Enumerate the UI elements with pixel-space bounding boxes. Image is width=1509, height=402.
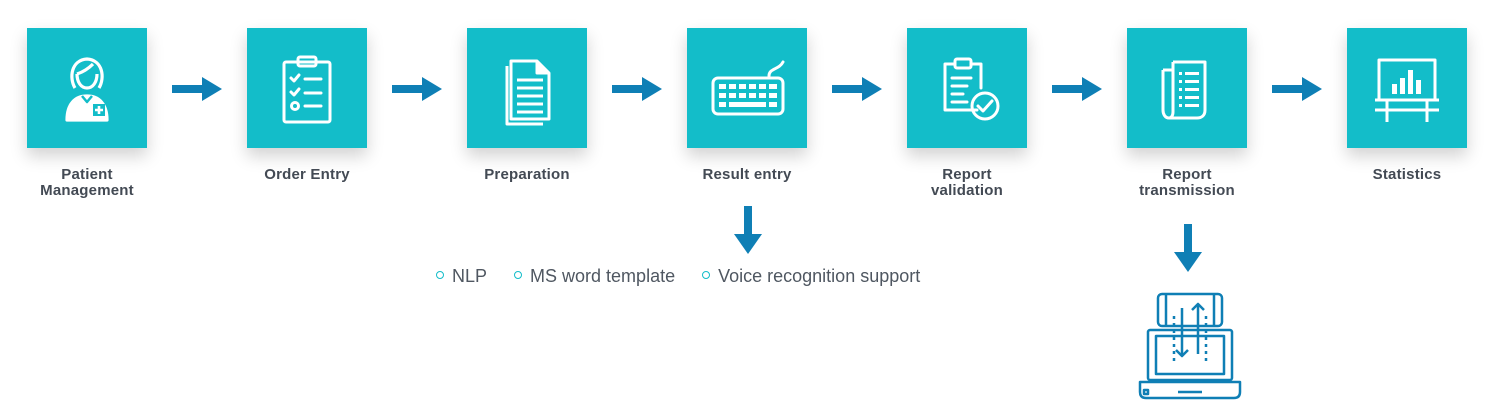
step-label: Report transmission bbox=[1139, 166, 1235, 199]
keyboard-icon bbox=[711, 60, 785, 116]
arrow-right-icon bbox=[392, 77, 442, 101]
step-report-transmission: Report transmission bbox=[1127, 28, 1247, 199]
report-check-icon bbox=[943, 57, 1000, 121]
feature-label: NLP bbox=[452, 266, 488, 286]
feature-label: MS word template bbox=[530, 266, 676, 286]
arrow-down-icon bbox=[734, 206, 762, 254]
step-tile bbox=[467, 28, 587, 148]
feature-item: Voice recognition support bbox=[702, 266, 920, 287]
step-label: Patient Management bbox=[40, 166, 134, 199]
step-patient-management: Patient Management bbox=[27, 28, 147, 199]
step-label: Preparation bbox=[484, 166, 570, 183]
bullet-dot-icon bbox=[436, 271, 444, 279]
step-label: Report validation bbox=[930, 166, 1003, 199]
step-order-entry: Order Entry bbox=[247, 28, 367, 183]
bullet-dot-icon bbox=[702, 271, 711, 279]
phone-laptop-sync-icon bbox=[1138, 292, 1242, 400]
step-tile bbox=[1347, 28, 1467, 148]
arrow-down-icon bbox=[1174, 224, 1202, 272]
step-tile bbox=[1127, 28, 1247, 148]
step-tile bbox=[687, 28, 807, 148]
step-tile bbox=[247, 28, 367, 148]
arrow-right-icon bbox=[172, 77, 222, 101]
arrow-right-icon bbox=[1272, 77, 1322, 101]
step-tile bbox=[907, 28, 1027, 148]
patient-icon bbox=[65, 57, 109, 122]
step-label: Order Entry bbox=[264, 166, 350, 183]
bullet-dot-icon bbox=[514, 271, 523, 279]
feature-item: NLP bbox=[436, 266, 487, 287]
step-report-validation: Report validation bbox=[907, 28, 1027, 199]
report-list-icon bbox=[1161, 60, 1207, 120]
arrow-right-icon bbox=[832, 77, 882, 101]
statistics-board-icon bbox=[1375, 58, 1439, 122]
step-preparation: Preparation bbox=[467, 28, 587, 183]
step-statistics: Statistics bbox=[1347, 28, 1467, 183]
feature-label: Voice recognition support bbox=[718, 266, 921, 286]
clipboard-checklist-icon bbox=[282, 55, 332, 124]
arrow-right-icon bbox=[1052, 77, 1102, 101]
arrow-right-icon bbox=[612, 77, 662, 101]
result-entry-features: NLP MS word template Voice recognition s… bbox=[436, 266, 942, 287]
step-label: Statistics bbox=[1372, 166, 1442, 183]
step-label: Result entry bbox=[702, 166, 792, 183]
step-tile bbox=[27, 28, 147, 148]
feature-item: MS word template bbox=[514, 266, 675, 287]
document-icon bbox=[505, 59, 551, 126]
step-result-entry: Result entry bbox=[687, 28, 807, 183]
